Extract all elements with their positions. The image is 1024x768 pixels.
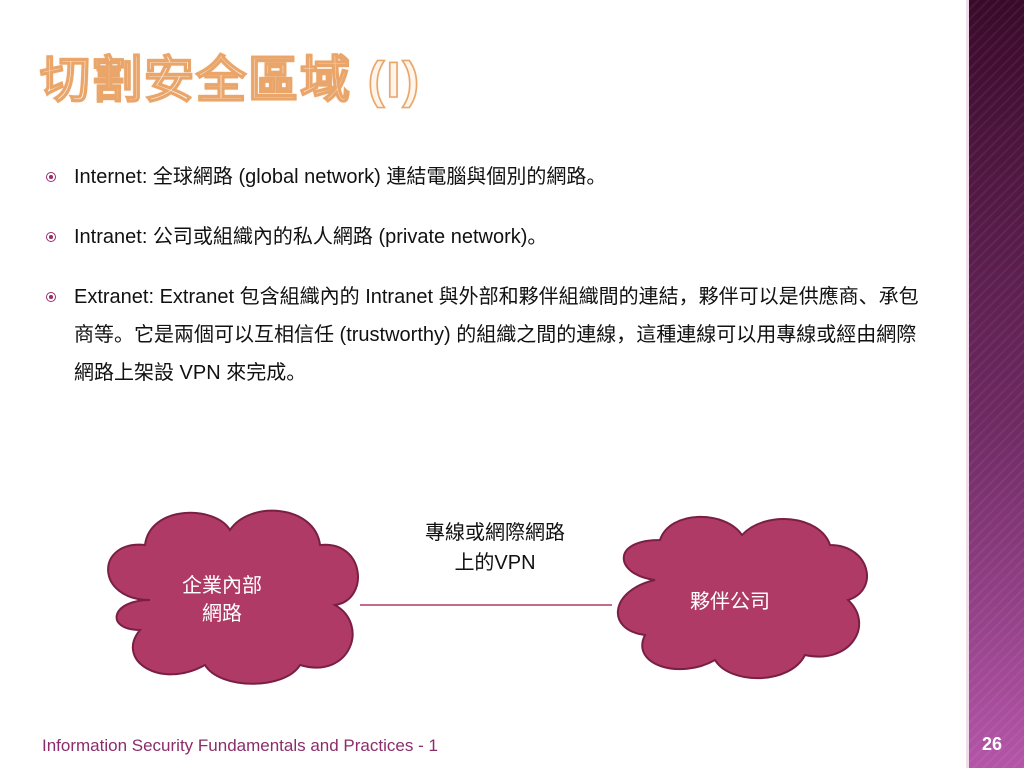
right-cloud-shape (617, 515, 868, 680)
diagram-svg (107, 509, 868, 685)
bullet-circle-icon (46, 292, 56, 302)
bullet-circle-icon (46, 172, 56, 182)
bullet-text: Internet: 全球網路 (global network) 連結電腦與個別的… (74, 166, 607, 188)
connection-label: 專線或網際網路 上的VPN (380, 518, 610, 578)
left-cloud-label-line1: 企業內部 (182, 575, 262, 597)
right-cloud-label: 夥伴公司 (690, 591, 770, 613)
left-cloud-label: 企業內部 網路 (152, 572, 292, 628)
footer-course-title: Information Security Fundamentals and Pr… (42, 736, 438, 755)
connection-label-line2: 上的VPN (454, 552, 536, 574)
slide-title: 切割安全區域 (I) (39, 51, 422, 109)
bullet-intranet: Intranet: 公司或組織內的私人網路 (private network)。 (46, 218, 936, 256)
right-decorative-bar (966, 0, 1024, 768)
bullet-circle-icon (46, 232, 56, 242)
bullet-text: Extranet: Extranet 包含組織內的 Intranet 與外部和夥… (74, 286, 919, 384)
connection-label-line1: 專線或網際網路 (425, 522, 565, 544)
bar-edge-line (966, 0, 969, 768)
bullet-internet: Internet: 全球網路 (global network) 連結電腦與個別的… (46, 158, 936, 196)
page-number: 26 (981, 734, 1003, 754)
bullet-extranet: Extranet: Extranet 包含組織內的 Intranet 與外部和夥… (46, 278, 936, 392)
bar-stripe-pattern (966, 0, 1024, 768)
left-cloud-label-line2: 網路 (202, 603, 242, 625)
bullet-list: Internet: 全球網路 (global network) 連結電腦與個別的… (46, 158, 936, 414)
left-cloud-shape (107, 509, 359, 685)
network-diagram: 企業內部 網路 夥伴公司 專線或網際網路 上的VPN (107, 509, 868, 685)
bullet-text: Intranet: 公司或組織內的私人網路 (private network)。 (74, 226, 548, 248)
